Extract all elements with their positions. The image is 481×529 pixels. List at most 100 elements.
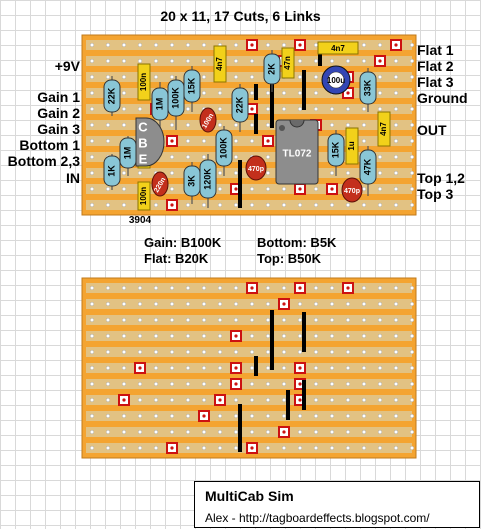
- copper-side-board: [81, 277, 417, 459]
- electrolytic-capacitor-100u: 100u: [321, 65, 351, 95]
- svg-text:1K: 1K: [106, 165, 116, 177]
- label-flat2: Flat 2: [417, 58, 454, 74]
- svg-text:1u: 1u: [347, 141, 356, 150]
- label-gain3: Gain 3: [37, 121, 80, 137]
- svg-text:1M: 1M: [122, 147, 132, 160]
- author-credit: Alex - http://tagboardeffects.blogspot.c…: [205, 511, 430, 525]
- strip-cut-center: [378, 59, 382, 63]
- svg-text:100u: 100u: [327, 76, 345, 85]
- ic-tl072: TL072: [275, 119, 319, 185]
- svg-text:47K: 47K: [362, 158, 372, 175]
- svg-text:33K: 33K: [362, 79, 372, 96]
- strip-cut-center: [170, 139, 174, 143]
- capacitor-100n-c: 100n: [137, 181, 151, 211]
- ic-label: TL072: [283, 149, 312, 160]
- strip-cut-center: [250, 43, 254, 47]
- resistor-22k-a: 22K: [103, 76, 121, 116]
- svg-text:470p: 470p: [248, 166, 264, 173]
- svg-text:1M: 1M: [154, 98, 164, 111]
- info-box: MultiCab Sim Alex - http://tagboardeffec…: [194, 481, 480, 528]
- strip-cut-center: [234, 366, 238, 370]
- label-out: OUT: [417, 122, 447, 138]
- pot-gain-value: Gain: B100K: [144, 235, 222, 250]
- strip-cut-center: [394, 43, 398, 47]
- svg-text:100K: 100K: [170, 87, 180, 109]
- capacitor-4n7-a: 4n7: [213, 45, 227, 83]
- strip-cut-center: [202, 414, 206, 418]
- svg-text:3K: 3K: [186, 175, 196, 187]
- label-9v: +9V: [54, 58, 80, 74]
- capacitor-4n7-c: 4n7: [377, 111, 391, 147]
- transistor-pin-c: C: [138, 119, 148, 134]
- layout-title: 20 x 11, 17 Cuts, 6 Links: [160, 8, 321, 24]
- label-flat3: Flat 3: [417, 74, 454, 90]
- resistor-100k-a: 100K: [167, 76, 185, 130]
- strip-cut-center: [298, 43, 302, 47]
- capacitor-100n-ceramic: 100n: [199, 107, 217, 133]
- svg-text:100n: 100n: [139, 73, 148, 91]
- pot-top-value: Top: B50K: [257, 251, 322, 266]
- svg-text:15K: 15K: [186, 77, 196, 94]
- transistor-pin-b: B: [138, 135, 147, 150]
- strip-cut-center: [346, 91, 350, 95]
- capacitor-220n: 220n: [151, 171, 169, 197]
- svg-text:22K: 22K: [234, 96, 244, 113]
- resistor-22k-b: 22K: [231, 84, 249, 132]
- label-gain2: Gain 2: [37, 105, 80, 121]
- resistor-120k: 120K: [199, 154, 217, 208]
- transistor-name: 3904: [129, 215, 152, 226]
- strip-cut-center: [282, 430, 286, 434]
- svg-text:120K: 120K: [202, 168, 212, 190]
- svg-text:15K: 15K: [330, 141, 340, 158]
- resistor-15k-a: 15K: [183, 66, 201, 112]
- resistor-2k: 2K: [263, 50, 281, 92]
- strip-cut-center: [298, 286, 302, 290]
- strip-cut-center: [234, 334, 238, 338]
- project-name: MultiCab Sim: [205, 488, 294, 504]
- strip-cuts-bottom: [118, 282, 354, 454]
- capacitor-100n-a: 100n: [137, 63, 151, 101]
- capacitor-4n7-b: 4n7: [317, 41, 359, 55]
- label-ground: Ground: [417, 90, 468, 106]
- component-board: [81, 34, 417, 216]
- pot-flat-value: Flat: B20K: [144, 251, 209, 266]
- capacitor-470p-b: 470p: [341, 177, 363, 203]
- film-capacitors: 100n 100n 100n 4n7 47n 4n7 4n7 1u: [137, 41, 391, 211]
- strip-cut-center: [266, 139, 270, 143]
- svg-text:47n: 47n: [283, 56, 292, 70]
- hole-grid: [84, 36, 414, 212]
- strip-cut-center: [250, 446, 254, 450]
- strip-cut-center: [234, 382, 238, 386]
- label-top12: Top 1,2: [417, 170, 465, 186]
- hole-grid: [84, 279, 414, 455]
- svg-text:100K: 100K: [218, 137, 228, 159]
- strip-cut-center: [298, 398, 302, 402]
- svg-text:2K: 2K: [266, 63, 276, 75]
- strip-cut-center: [298, 187, 302, 191]
- transistor-3904: C B E 3904: [129, 117, 165, 226]
- strip-cut-center: [250, 286, 254, 290]
- resistor-100k-b: 100K: [215, 126, 233, 176]
- wire-links-bottom: [238, 310, 306, 452]
- label-top3: Top 3: [417, 186, 454, 202]
- resistors: 22K 1M 1K 1M 100K 15K: [103, 50, 377, 208]
- transistor-pin-e: E: [139, 151, 148, 166]
- label-in: IN: [66, 170, 80, 186]
- resistor-15k-b: 15K: [327, 130, 345, 176]
- pot-bottom-value: Bottom: B5K: [257, 235, 337, 250]
- resistor-33k: 33K: [359, 68, 377, 112]
- svg-text:100n: 100n: [139, 187, 148, 205]
- capacitor-1u: 1u: [345, 127, 359, 165]
- svg-text:4n7: 4n7: [215, 57, 224, 71]
- svg-text:22K: 22K: [106, 87, 116, 104]
- strip-cut-center: [346, 286, 350, 290]
- ceramic-capacitors: 100n 220n 470p 470p: [151, 107, 363, 203]
- svg-text:4n7: 4n7: [331, 44, 345, 53]
- resistor-1k: 1K: [103, 154, 121, 190]
- strip-cut-center: [234, 187, 238, 191]
- strip-cut-center: [298, 366, 302, 370]
- strip-cut-center: [122, 398, 126, 402]
- svg-text:4n7: 4n7: [379, 122, 388, 136]
- strip-cut-center: [170, 203, 174, 207]
